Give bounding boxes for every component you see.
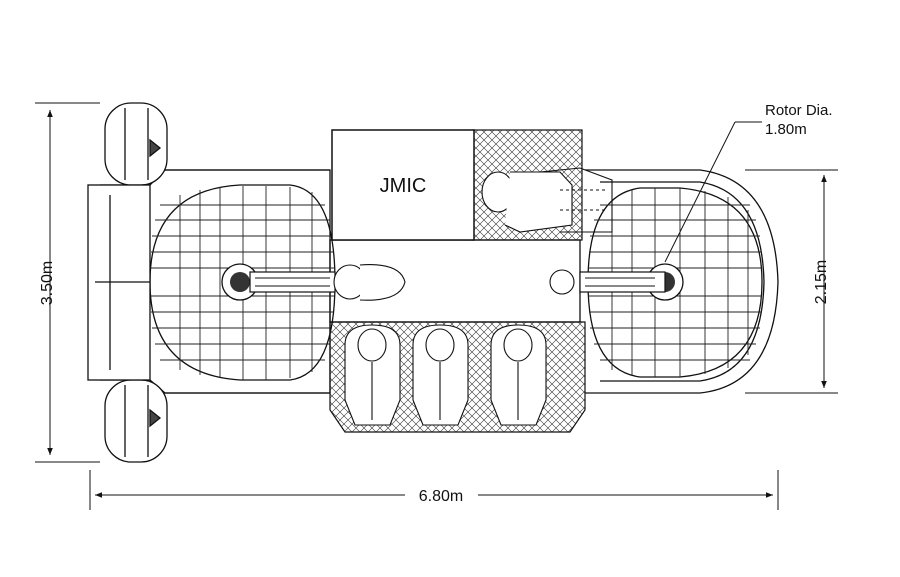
overall-width-label: 3.50m	[39, 261, 56, 305]
passenger-1	[344, 324, 401, 426]
spine-occupant-right	[549, 269, 575, 295]
right-rotor-hub	[579, 263, 684, 301]
rotor-diameter-leader	[664, 121, 762, 263]
inner-width-label: 2.15m	[813, 260, 830, 304]
passenger-2	[412, 324, 469, 426]
dimension-overall-length	[89, 470, 779, 510]
pilot-figure	[481, 167, 613, 233]
jmic-module	[331, 129, 475, 241]
dimension-inner-width	[745, 169, 838, 394]
jmic-label: JMIC	[380, 175, 427, 197]
nose-section	[87, 184, 151, 381]
dimension-overall-width	[35, 102, 100, 463]
rotor-diameter-value: 1.80m	[765, 121, 807, 138]
left-rotor-grid	[150, 186, 334, 380]
overall-length-label: 6.80m	[419, 488, 463, 505]
front-fan-bottom	[104, 379, 168, 463]
right-rotor-grid	[588, 188, 762, 377]
rotor-diameter-title: Rotor Dia.	[765, 102, 833, 119]
front-fan-top	[104, 102, 168, 186]
spine-occupant-left	[333, 264, 406, 301]
passenger-3	[490, 324, 547, 426]
left-rotor-hub	[221, 263, 336, 301]
